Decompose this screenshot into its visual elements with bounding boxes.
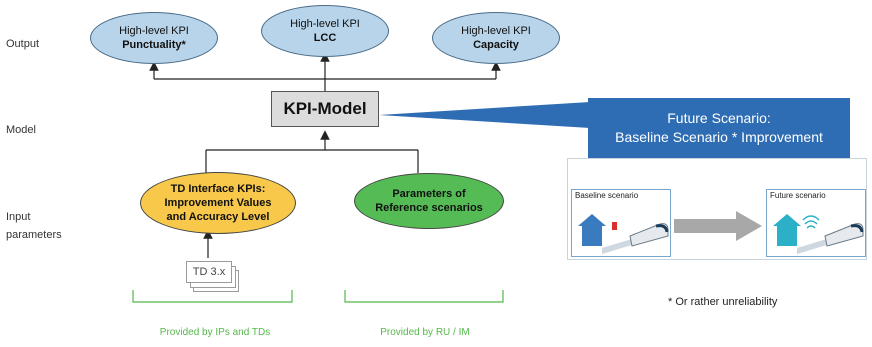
td-kpis-line1: TD Interface KPIs: [170,183,266,195]
output-kpi-lcc: High-level KPI LCC [261,5,389,57]
td-kpis-line2: Improvement Values [164,197,272,209]
baseline-scenario-label: Baseline scenario [575,191,639,200]
input-row-label-line2: parameters [6,229,62,241]
baseline-train-icon [578,214,669,254]
baseline-scenario-box: Baseline scenario [571,189,671,257]
provider-right-label: Provided by RU / IM [380,327,470,338]
input-row-label-line1: Input [6,211,31,223]
provider-left-label: Provided by IPs and TDs [159,327,271,338]
output-kpi-punctuality: High-level KPI Punctuality* [90,12,218,64]
output-kpi-lcc-name: LCC [313,32,337,44]
reference-line1: Parameters of [392,188,466,200]
td-card-front: TD 3.x [186,261,232,283]
output-kpi-lcc-title: High-level KPI [290,18,360,30]
output-kpi-punctuality-name: Punctuality* [122,39,186,51]
output-row-label: Output [6,38,40,50]
reference-line2: Reference scenarios [375,202,483,214]
scenario-illustration: Baseline scenario Future scenario [567,158,867,260]
kpi-model-box: KPI-Model [271,91,379,127]
future-scenario-box: Future scenario [766,189,866,257]
callout-line2: Baseline Scenario * Improvement [615,129,823,145]
input-row-label: Input parameters [6,210,62,242]
footnote-text: * Or rather unreliability [668,296,778,308]
output-kpi-capacity: High-level KPI Capacity [432,12,560,64]
output-kpi-punctuality-title: High-level KPI [119,25,189,37]
td-interface-kpis-ellipse: TD Interface KPIs: Improvement Values an… [140,172,296,234]
model-row-label: Model [6,124,36,136]
output-kpi-capacity-name: Capacity [473,39,519,51]
future-train-icon [773,214,864,254]
transition-arrow-icon [674,211,762,241]
future-scenario-callout: Future Scenario: Baseline Scenario * Imp… [588,98,850,158]
output-kpi-capacity-title: High-level KPI [461,25,531,37]
td-kpis-line3: and Accuracy Level [166,211,270,223]
future-scenario-label: Future scenario [770,191,826,200]
callout-line1: Future Scenario: [667,110,771,126]
reference-scenarios-ellipse: Parameters of Reference scenarios [354,173,504,229]
